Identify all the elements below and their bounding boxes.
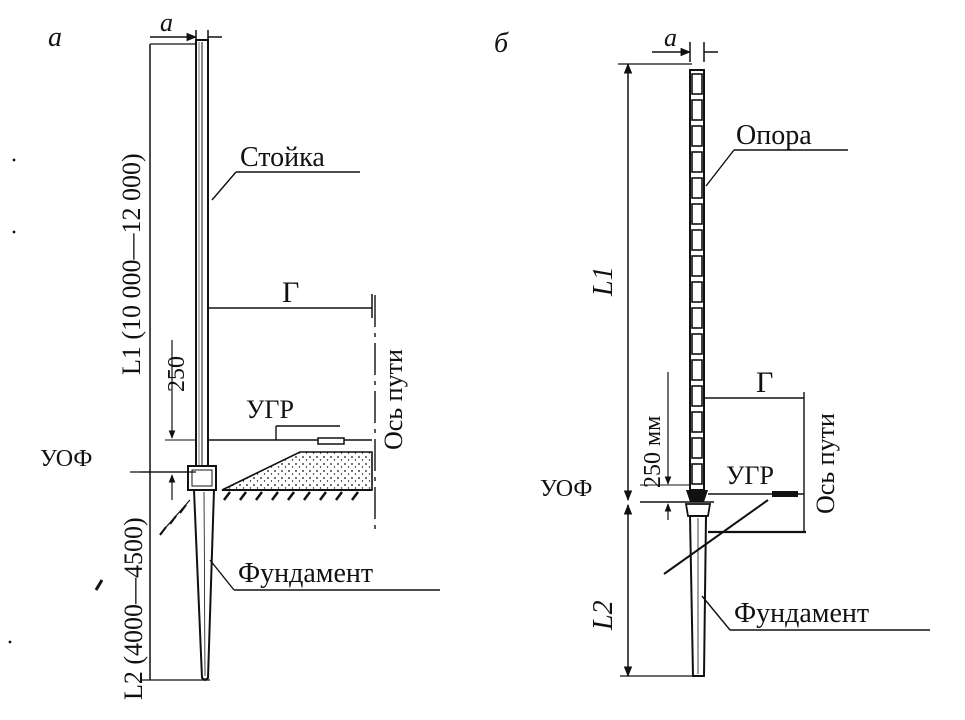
lattice-panel <box>691 411 703 433</box>
lattice-panel <box>691 151 703 173</box>
panel-a-l2-label: L2 (4000—4500) <box>119 517 148 700</box>
scan-speck <box>8 640 12 644</box>
panel-b: б a L1 L2 250 мм <box>494 23 930 678</box>
panel-b-ugr-label: УГР <box>726 461 774 490</box>
panel-a-250-label: 250 <box>164 356 190 392</box>
panel-b-uof-label: УОФ <box>540 476 592 502</box>
scan-speck <box>12 158 16 162</box>
panel-b-rail-level: УГР <box>708 461 804 497</box>
lattice-panel <box>691 359 703 381</box>
panel-b-gabarit-label: Г <box>756 366 773 399</box>
lattice-panel <box>691 385 703 407</box>
panel-b-l2-label: L2 <box>588 600 619 631</box>
panel-b-slope-line <box>663 499 769 575</box>
panel-b-250-label: 250 мм <box>640 416 666 488</box>
lattice-panel <box>691 203 703 225</box>
panel-b-foundation-label: Фундамент <box>734 598 869 629</box>
panel-b-support-label: Опора <box>736 120 812 151</box>
panel-b-width-label: a <box>664 23 677 52</box>
panel-b-250-dimension: 250 мм <box>640 372 690 520</box>
panel-a-joint <box>187 465 217 491</box>
lattice-panel <box>691 229 703 251</box>
panel-a: а a L1 (10 000—12 000) L2 (4000—4500) <box>40 8 440 700</box>
panel-a-gabarit-label: Г <box>282 276 299 309</box>
panel-a-l1-label: L1 (10 000—12 000) <box>117 153 146 375</box>
lattice-panel <box>691 333 703 355</box>
panel-a-foundation <box>192 489 216 682</box>
lattice-panel <box>691 125 703 147</box>
scan-speck <box>12 230 16 234</box>
panel-a-ugr-label: УГР <box>246 395 294 424</box>
lattice-panel <box>691 255 703 277</box>
panel-b-letter: б <box>494 28 509 59</box>
panel-a-gabarit-dimension: Г <box>208 276 373 318</box>
panel-a-l1-dimension: L1 (10 000—12 000) <box>117 43 196 473</box>
panel-a-letter: а <box>48 22 62 53</box>
panel-a-width-dimension: a <box>150 8 222 48</box>
panel-b-l2-dimension: L2 <box>588 503 702 678</box>
panel-b-support-leader <box>705 149 735 187</box>
panel-b-gabarit-dimension: Г <box>704 366 805 532</box>
panel-a-post-leader <box>211 171 237 201</box>
panel-a-uof-label: УОФ <box>40 446 92 472</box>
lattice-panel <box>691 307 703 329</box>
panel-a-l2-dimension: L2 (4000—4500) <box>119 472 210 700</box>
panel-b-joint <box>640 490 714 517</box>
panel-a-post-label: Стойка <box>240 142 325 173</box>
panel-a-foundation-leader <box>209 559 235 591</box>
panel-b-track-axis-label: Ось пути <box>811 413 840 514</box>
lattice-panel <box>691 99 703 121</box>
panel-a-ballast <box>221 451 373 491</box>
panel-b-l1-label: L1 <box>588 266 619 297</box>
lattice-panel <box>691 73 703 95</box>
lattice-panel <box>691 177 703 199</box>
panel-b-foundation <box>688 515 708 677</box>
lattice-panel <box>691 463 703 485</box>
panel-a-track-axis-label: Ось пути <box>379 349 408 450</box>
lattice-panel <box>691 281 703 303</box>
panel-a-250-dimension: 250 <box>164 340 200 500</box>
panel-a-track-axis: Ось пути <box>374 295 408 530</box>
panel-a-foundation-label: Фундамент <box>238 558 373 589</box>
panel-b-foundation-leader <box>701 595 731 631</box>
panel-b-width-dimension: a <box>652 23 718 62</box>
panel-b-support <box>689 69 705 491</box>
panel-a-rail-level: УГР <box>208 395 372 445</box>
lattice-panel <box>691 437 703 459</box>
panel-b-l1-dimension: L1 <box>588 62 692 502</box>
panel-a-width-label: a <box>160 8 173 37</box>
panel-a-post <box>195 39 209 471</box>
